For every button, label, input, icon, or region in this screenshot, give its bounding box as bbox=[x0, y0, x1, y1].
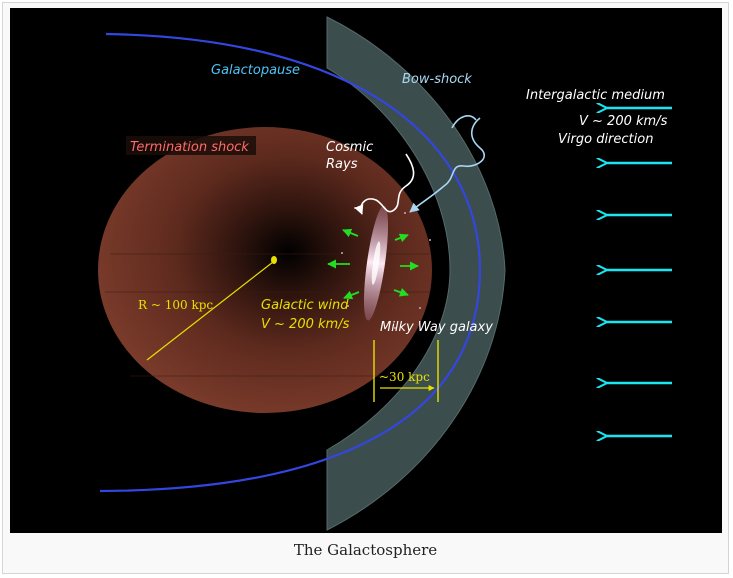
termination-shock-sphere bbox=[98, 127, 432, 413]
radius-line bbox=[146, 261, 274, 361]
green-arrow-icon bbox=[343, 290, 360, 300]
intergalactic-medium-label: Intergalactic medium bbox=[526, 88, 665, 103]
green-arrow-icon bbox=[394, 233, 409, 243]
intergalactic-flow-arrows bbox=[606, 108, 672, 436]
termination-label-box bbox=[126, 136, 256, 155]
green-arrow-icon bbox=[393, 288, 409, 297]
milky-way-label: Milky Way galaxy bbox=[380, 320, 493, 335]
cosmic-ray-path-blue bbox=[409, 117, 486, 213]
bow-shock-shell bbox=[326, 16, 506, 531]
cosmic-ray-path-white bbox=[354, 153, 415, 215]
radius-label: R ~ 100 kpc bbox=[138, 298, 213, 312]
cosmic-ray-path-blue-upper bbox=[451, 115, 477, 129]
figure-caption: The Galactosphere bbox=[293, 541, 438, 559]
width-30kpc-label: ~30 kpc bbox=[379, 370, 430, 384]
galactic-wind-arrows bbox=[327, 228, 419, 300]
galactic-center-dot bbox=[271, 256, 277, 264]
virgo-direction-label: Virgo direction bbox=[558, 132, 653, 147]
termination-shock-label: Termination shock bbox=[130, 140, 249, 155]
velocity-label: V ~ 200 km/s bbox=[579, 114, 668, 129]
milky-way-bulge bbox=[371, 241, 381, 285]
galactosphere-diagram: Galactopause Bow-shock Termination shock… bbox=[10, 8, 722, 533]
galactopause-label: Galactopause bbox=[211, 63, 300, 78]
bow-shock-label: Bow-shock bbox=[402, 72, 472, 87]
galactic-wind-label-1: Galactic wind bbox=[261, 298, 349, 313]
green-arrow-icon bbox=[342, 228, 359, 238]
cosmic-rays-label-1: Cosmic bbox=[326, 140, 373, 155]
galactopause-curve bbox=[99, 32, 482, 493]
galactic-wind-label-2: V ~ 200 km/s bbox=[261, 317, 350, 332]
cosmic-rays-label-2: Rays bbox=[326, 157, 358, 172]
